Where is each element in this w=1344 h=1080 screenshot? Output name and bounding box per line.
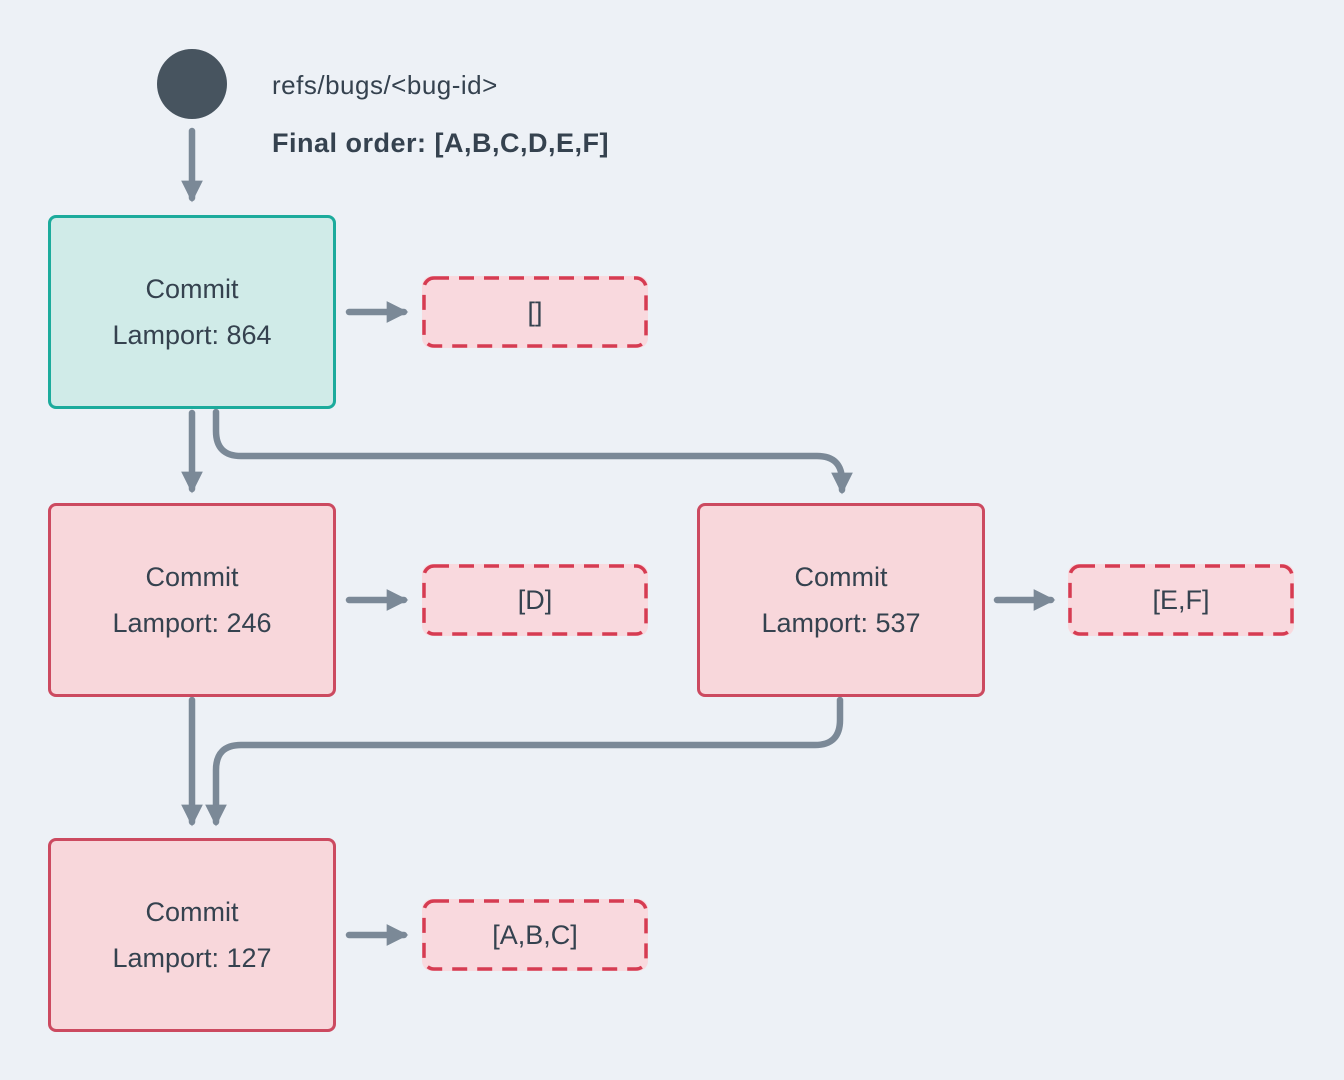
payload-box-246: [D] [422, 564, 648, 636]
commit-lamport-label: Lamport: 864 [112, 319, 272, 350]
edge-537-to-127 [205, 696, 844, 827]
commit-lamport-label: Lamport: 246 [112, 607, 272, 638]
ref-head-node [157, 49, 227, 119]
edge-864-to-537 [212, 408, 853, 495]
commit-lamport-label: Lamport: 127 [112, 942, 272, 973]
commit-node-537: Commit Lamport: 537 [697, 503, 985, 697]
payload-label: [A,B,C] [492, 919, 578, 950]
payload-label: [E,F] [1152, 584, 1210, 615]
commit-type-label: Commit [794, 561, 888, 592]
payload-box-864: [] [422, 276, 648, 348]
ref-label: refs/bugs/<bug-id> [272, 70, 498, 100]
commit-node-864: Commit Lamport: 864 [48, 215, 336, 409]
payload-box-127: [A,B,C] [422, 899, 648, 971]
payload-box-537: [E,F] [1068, 564, 1294, 636]
commit-type-label: Commit [145, 273, 239, 304]
commit-node-246: Commit Lamport: 246 [48, 503, 336, 697]
payload-label: [] [527, 296, 543, 327]
commit-lamport-label: Lamport: 537 [761, 607, 921, 638]
commit-type-label: Commit [145, 561, 239, 592]
payload-label: [D] [517, 584, 553, 615]
commit-node-127: Commit Lamport: 127 [48, 838, 336, 1032]
final-order-label: Final order: [A,B,C,D,E,F] [272, 128, 609, 158]
commit-type-label: Commit [145, 896, 239, 927]
